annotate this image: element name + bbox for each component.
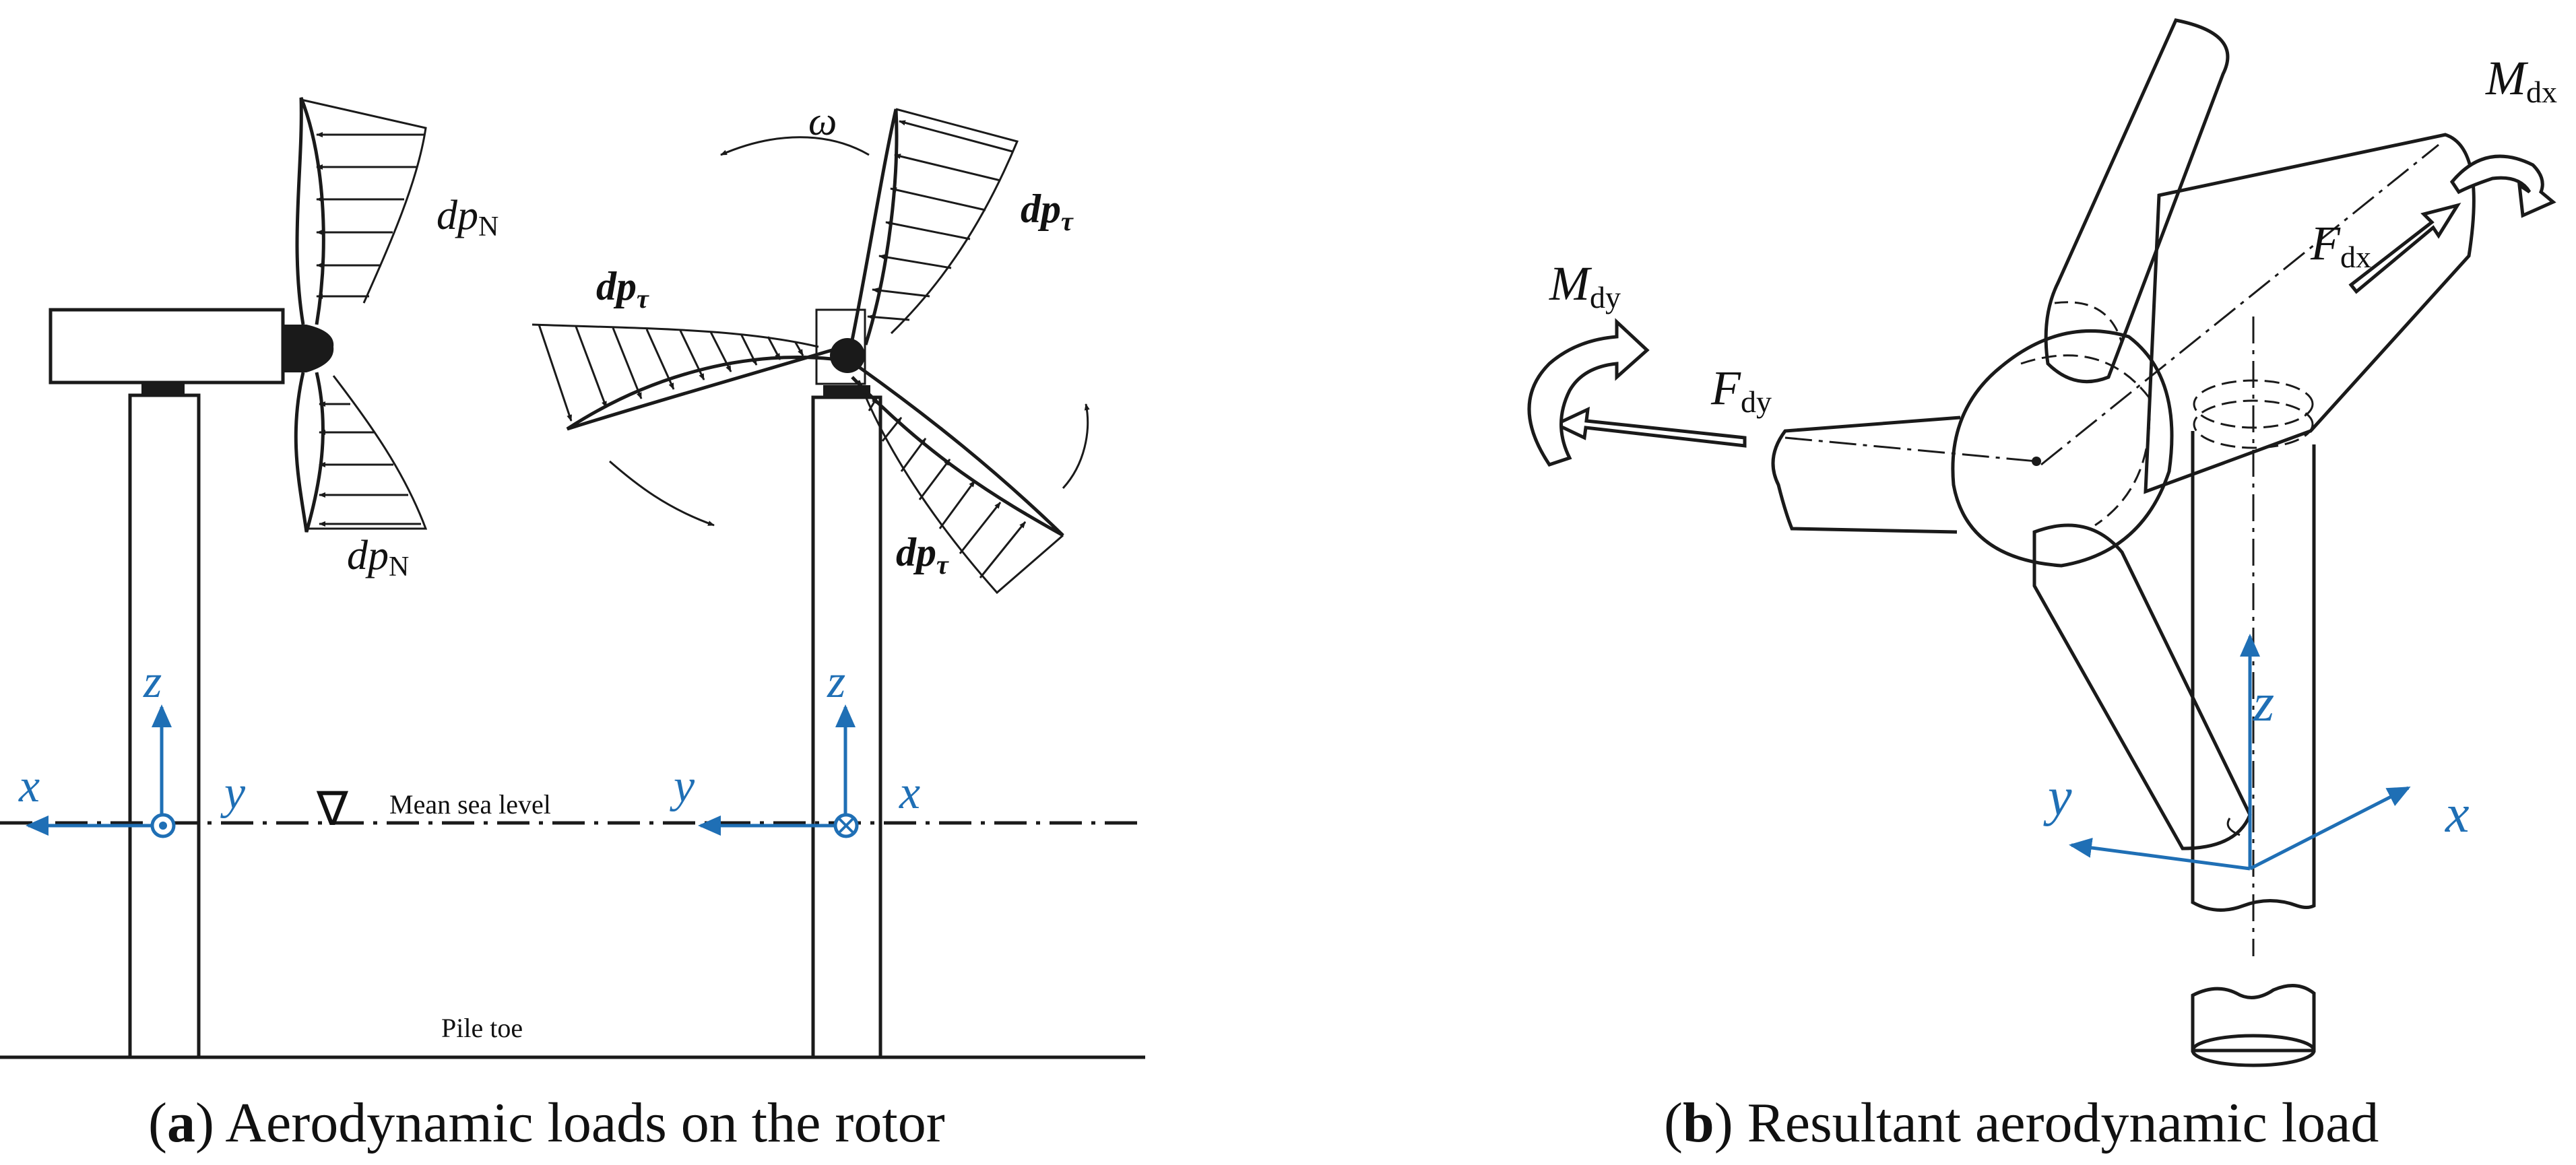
axis-b-x: x <box>2445 785 2470 844</box>
axis-b-z: z <box>2253 673 2274 733</box>
hub-left <box>283 325 334 372</box>
axes-right: z y x <box>670 656 920 838</box>
yaw-bearing-left <box>141 384 185 395</box>
pile-toe-label: Pile toe <box>441 1013 523 1043</box>
load-left-blade <box>532 323 819 422</box>
axis-right-y: y <box>670 760 695 812</box>
label-dpN-top: dpN <box>437 193 498 242</box>
rotation-arrow-top <box>720 136 870 156</box>
axis-left-y: y <box>220 767 246 819</box>
axis-left-z: z <box>143 656 162 708</box>
side-view-turbine: dpN dpN <box>49 97 498 1059</box>
blade-up <box>850 108 899 345</box>
force-Fdx <box>2348 203 2461 294</box>
load-right-blade <box>858 380 1064 595</box>
axis-b-y: y <box>2043 768 2072 827</box>
nacelle-left <box>49 308 285 385</box>
blade-b-up <box>2044 18 2230 384</box>
caption-b: (b) Resultant aerodynamic load <box>1664 1092 2379 1154</box>
axis-right-z: z <box>827 656 845 708</box>
label-dptau-left: dpτ <box>596 264 649 314</box>
nacelle-body <box>2040 133 2476 494</box>
force-Fdy <box>1552 406 1747 448</box>
yaw-bearing-right <box>823 385 870 397</box>
axes-b: z y x <box>2043 634 2470 871</box>
load-distribution-top <box>300 98 427 304</box>
front-view-turbine: ω dpτ dpτ dpτ <box>532 99 1090 1059</box>
label-Mdy: Mdy <box>1549 257 1621 314</box>
moment-Mdx <box>2449 154 2556 218</box>
rotation-arrow-right <box>1062 403 1090 490</box>
panel-a: dpN dpN <box>0 97 1145 1154</box>
sea-level-symbol: ∇ <box>316 784 349 836</box>
blade-right-down <box>851 365 1064 537</box>
tower-left <box>128 393 201 1059</box>
label-dptau-right: dpτ <box>1021 187 1074 236</box>
hub-spinner <box>1951 329 2174 568</box>
blade-top-left <box>295 97 325 325</box>
axes-left: z x y <box>18 656 246 838</box>
axis-right-x: x <box>899 767 920 819</box>
hub-right <box>830 338 865 373</box>
panel-b: Mdx Fdx Mdy Fdy z y x (b) Resultant aero… <box>1527 18 2557 1154</box>
label-Mdx: Mdx <box>2485 51 2557 109</box>
caption-a: (a) Aerodynamic loads on the rotor <box>148 1092 945 1154</box>
blade-left <box>566 348 833 431</box>
load-distribution-bottom <box>307 375 428 530</box>
label-omega: ω <box>808 99 837 143</box>
label-Fdx: Fdx <box>2310 216 2371 274</box>
axis-left-x: x <box>18 760 40 812</box>
label-dpN-bottom: dpN <box>347 533 409 582</box>
moment-Mdy <box>1527 318 1650 467</box>
load-up-blade <box>867 108 1019 335</box>
sea-level-label: Mean sea level <box>389 789 551 820</box>
rotation-arrow-left <box>609 460 715 527</box>
blade-bottom-left <box>294 372 325 533</box>
label-Fdy: Fdy <box>1710 361 1772 419</box>
shaft-stub <box>1771 415 1961 534</box>
label-dptau-bottom: dpτ <box>896 530 949 580</box>
